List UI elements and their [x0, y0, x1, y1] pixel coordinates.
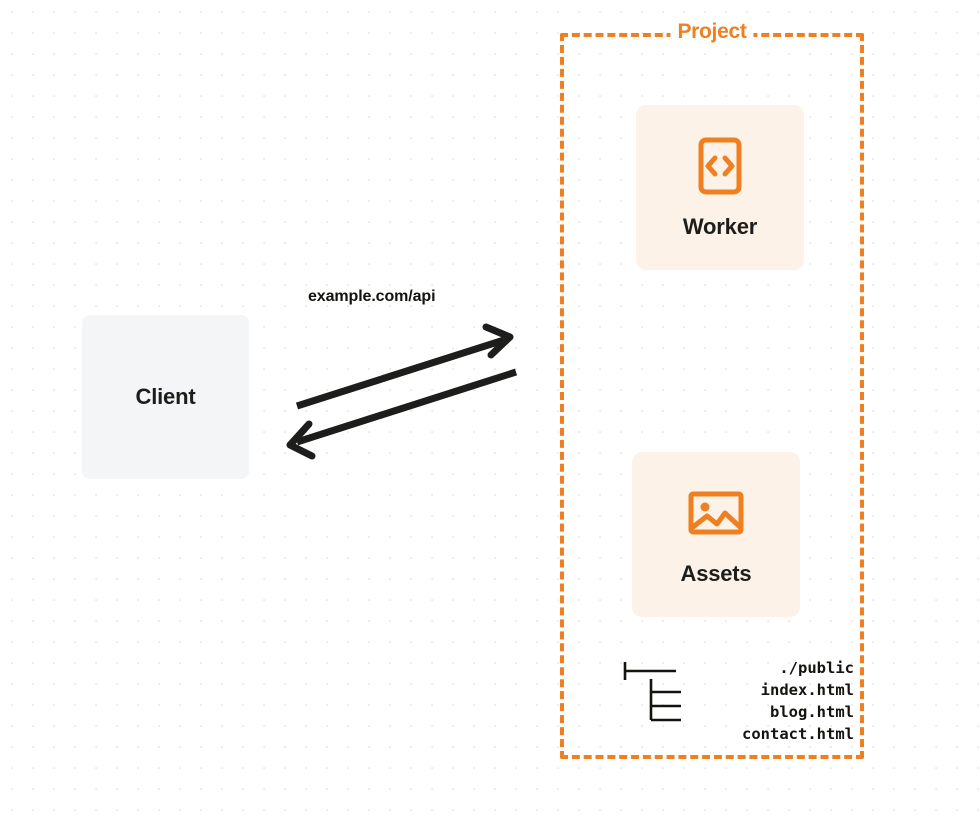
- request-arrow-to-project: [295, 323, 514, 410]
- client-label: Client: [135, 384, 196, 409]
- tree-row-file: contact.html: [612, 723, 854, 745]
- response-arrow-to-client: [286, 368, 518, 460]
- service-card-worker: Worker: [636, 105, 804, 270]
- project-title: Project: [670, 20, 754, 44]
- tree-file-label: contact.html: [742, 725, 854, 743]
- tree-row-file: blog.html: [612, 701, 854, 723]
- connection-label: example.com/api: [308, 288, 436, 305]
- tree-root-label: ./public: [779, 659, 854, 677]
- tree-file-label: blog.html: [770, 703, 854, 721]
- tree-row-root: ./public: [612, 657, 854, 679]
- project-container: Project Worker Assets: [560, 20, 864, 759]
- file-tree: ./public index.html blog.html contact.ht…: [612, 623, 854, 745]
- service-label-assets: Assets: [680, 560, 752, 586]
- image-photo-icon: [688, 491, 744, 534]
- client-node: Client: [82, 315, 249, 479]
- tree-file-label: index.html: [760, 681, 854, 699]
- code-brackets-icon: [698, 137, 742, 194]
- service-card-assets: Assets: [632, 452, 800, 617]
- tree-row-file: index.html: [612, 679, 854, 701]
- service-label-worker: Worker: [682, 213, 758, 239]
